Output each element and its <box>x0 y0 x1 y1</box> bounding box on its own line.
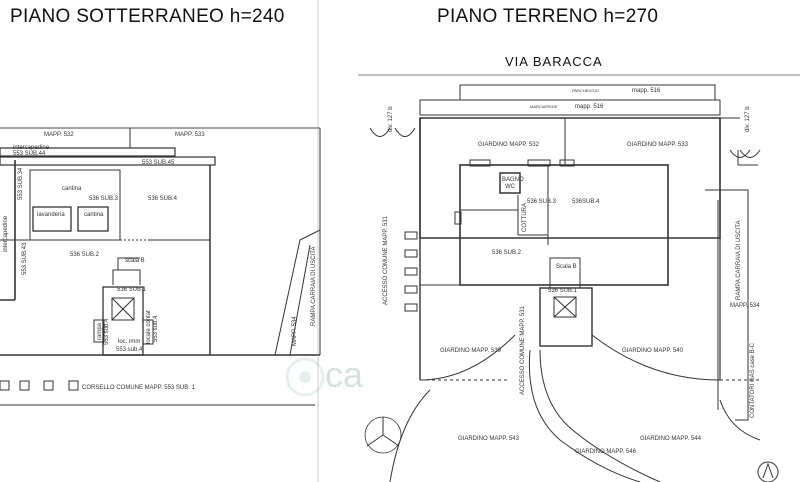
basement-536-sub-2: 536 SUB.2 <box>70 252 100 258</box>
basement-536-sub-4: 536 SUB.4 <box>148 196 178 202</box>
ground-scala-b: Scala B <box>556 264 577 270</box>
label-intercapedine: intercapedine <box>13 145 50 151</box>
basement-536-sub-1: 536 SUB.1 <box>117 287 147 293</box>
label-parcheggio: PARCHEGGIO <box>572 88 599 93</box>
label-giardino-539: GIARDINO MAPP. 539 <box>440 348 501 354</box>
basement-rampa-carraia: RAMPA CARRAIA DI USCITA <box>311 246 317 326</box>
bagno-room <box>499 172 521 194</box>
ground-536-sub-2: 536 SUB.2 <box>492 250 522 256</box>
basement-mapp-532: MAPP. 532 <box>44 132 74 138</box>
label-div-127b-left: div. 127 b <box>388 106 394 132</box>
ground-outer-boundary <box>419 117 721 239</box>
label-mapp-516-marciapiede: mapp. 516 <box>575 104 604 110</box>
label-553-sub-45: 553 SUB.45 <box>142 160 175 166</box>
label-wc: WC <box>505 184 515 190</box>
basement-mapp-534: MAPP. 534 <box>292 316 298 346</box>
ground-536-sub-3: 536 SUB.3 <box>527 199 557 205</box>
intercapedine-strip <box>0 147 176 157</box>
label-giardino-533: GIARDINO MAPP. 533 <box>627 142 688 148</box>
label-553-sub-44: 553 SUB.44 <box>13 151 46 157</box>
ground-building <box>459 164 669 286</box>
ground-536-sub-1: 536 SUB.1 <box>548 288 578 294</box>
label-bagno: BAGNO <box>502 177 524 183</box>
basement-scala-b: scala B <box>125 258 145 264</box>
label-rampa: rampa <box>97 322 103 340</box>
basement-mapp-533: MAPP. 533 <box>175 132 205 138</box>
label-giardino-544: GIARDINO MAPP. 544 <box>640 436 701 442</box>
label-553-sub-4-contat: 553 sub.4 <box>153 315 159 342</box>
label-accesso-comune-531-top: ACCESSO COMUNE MAPP. 531 <box>383 216 389 305</box>
label-553-sub-34: 553 SUB.34 <box>18 167 24 200</box>
label-553-sub-43: 553 SUB.43 <box>22 242 28 275</box>
cantina-room <box>29 169 121 241</box>
label-553-sub-4-rampa: 553 sub.4 <box>104 318 110 345</box>
watermark-logo <box>285 357 325 397</box>
watermark-text: ca <box>325 354 364 395</box>
label-loc-imm: loc. imm <box>118 339 141 345</box>
label-giardino-546: GIARDINO MAPP. 546 <box>575 449 636 455</box>
label-mapp-516-parcheggio: mapp. 516 <box>632 88 661 94</box>
ground-rampa-carraia: RAMPA CARRAIA DI USCITA <box>736 220 742 300</box>
label-div-127b-right: div. 127 b <box>745 106 751 132</box>
ground-mapp-534: MAPP. 534 <box>730 303 760 309</box>
label-cottura: COTTURA <box>522 203 528 232</box>
ground-536-sub-4: 536SUB.4 <box>572 199 600 205</box>
label-accesso-comune-531-bottom: ACCESSO COMUNE MAPP. 531 <box>520 306 526 395</box>
label-giardino-540: GIARDINO MAPP. 540 <box>622 348 683 354</box>
basement-title: PIANO SOTTERRANEO h=240 <box>10 6 285 27</box>
street-name: VIA BARACCA <box>505 54 603 69</box>
ground-title: PIANO TERRENO h=270 <box>437 6 659 27</box>
label-giardino-532: GIARDINO MAPP. 532 <box>478 142 539 148</box>
basement-536-sub-3: 536 SUB.3 <box>89 196 119 202</box>
label-cantina-top: cantina <box>62 186 82 192</box>
label-553-sub-4-loc: 553 sub.4 <box>116 347 143 353</box>
lavanderia-room <box>32 206 72 232</box>
label-giardino-543: GIARDINO MAPP. 543 <box>458 436 519 442</box>
label-intercapedine-vertical: intercapedine <box>3 215 9 252</box>
label-lavanderia: lavanderia <box>37 212 65 218</box>
label-contatori-gas: CONTATORI GAS case B-C <box>750 342 756 418</box>
label-marciapiede: MARCIAPIEDE <box>530 104 558 109</box>
label-cantina-small: cantina <box>84 212 104 218</box>
label-corsello-comune: CORSELLO COMUNE MAPP. 553 SUB. 1 <box>82 385 195 391</box>
label-locale-contat: locale contat <box>146 310 152 344</box>
ground-stair-core <box>539 287 593 347</box>
